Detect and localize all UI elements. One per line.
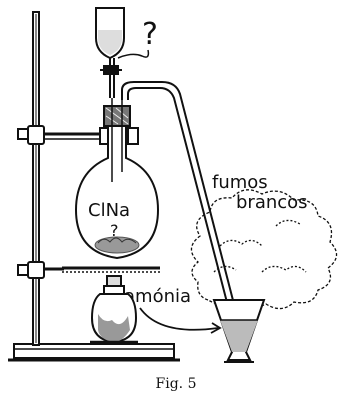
fumes-label-line1: fumos bbox=[212, 172, 268, 193]
figure-caption: Fig. 5 bbox=[156, 376, 197, 392]
rubber-stopper bbox=[104, 106, 130, 126]
funnel-question-mark: ? bbox=[142, 17, 158, 52]
flask-content-label: ClNa bbox=[88, 200, 130, 221]
stand-base bbox=[8, 344, 180, 360]
flask-question-mark: ? bbox=[110, 221, 119, 240]
lower-clamp bbox=[18, 262, 64, 278]
ammonia-pointer-arrow bbox=[140, 308, 218, 330]
wire-gauze bbox=[62, 268, 160, 272]
fumes-label-line2: brancos bbox=[236, 192, 308, 213]
dropping-funnel bbox=[96, 8, 124, 98]
stand-rod bbox=[33, 12, 39, 345]
ammonia-glass bbox=[214, 300, 264, 362]
